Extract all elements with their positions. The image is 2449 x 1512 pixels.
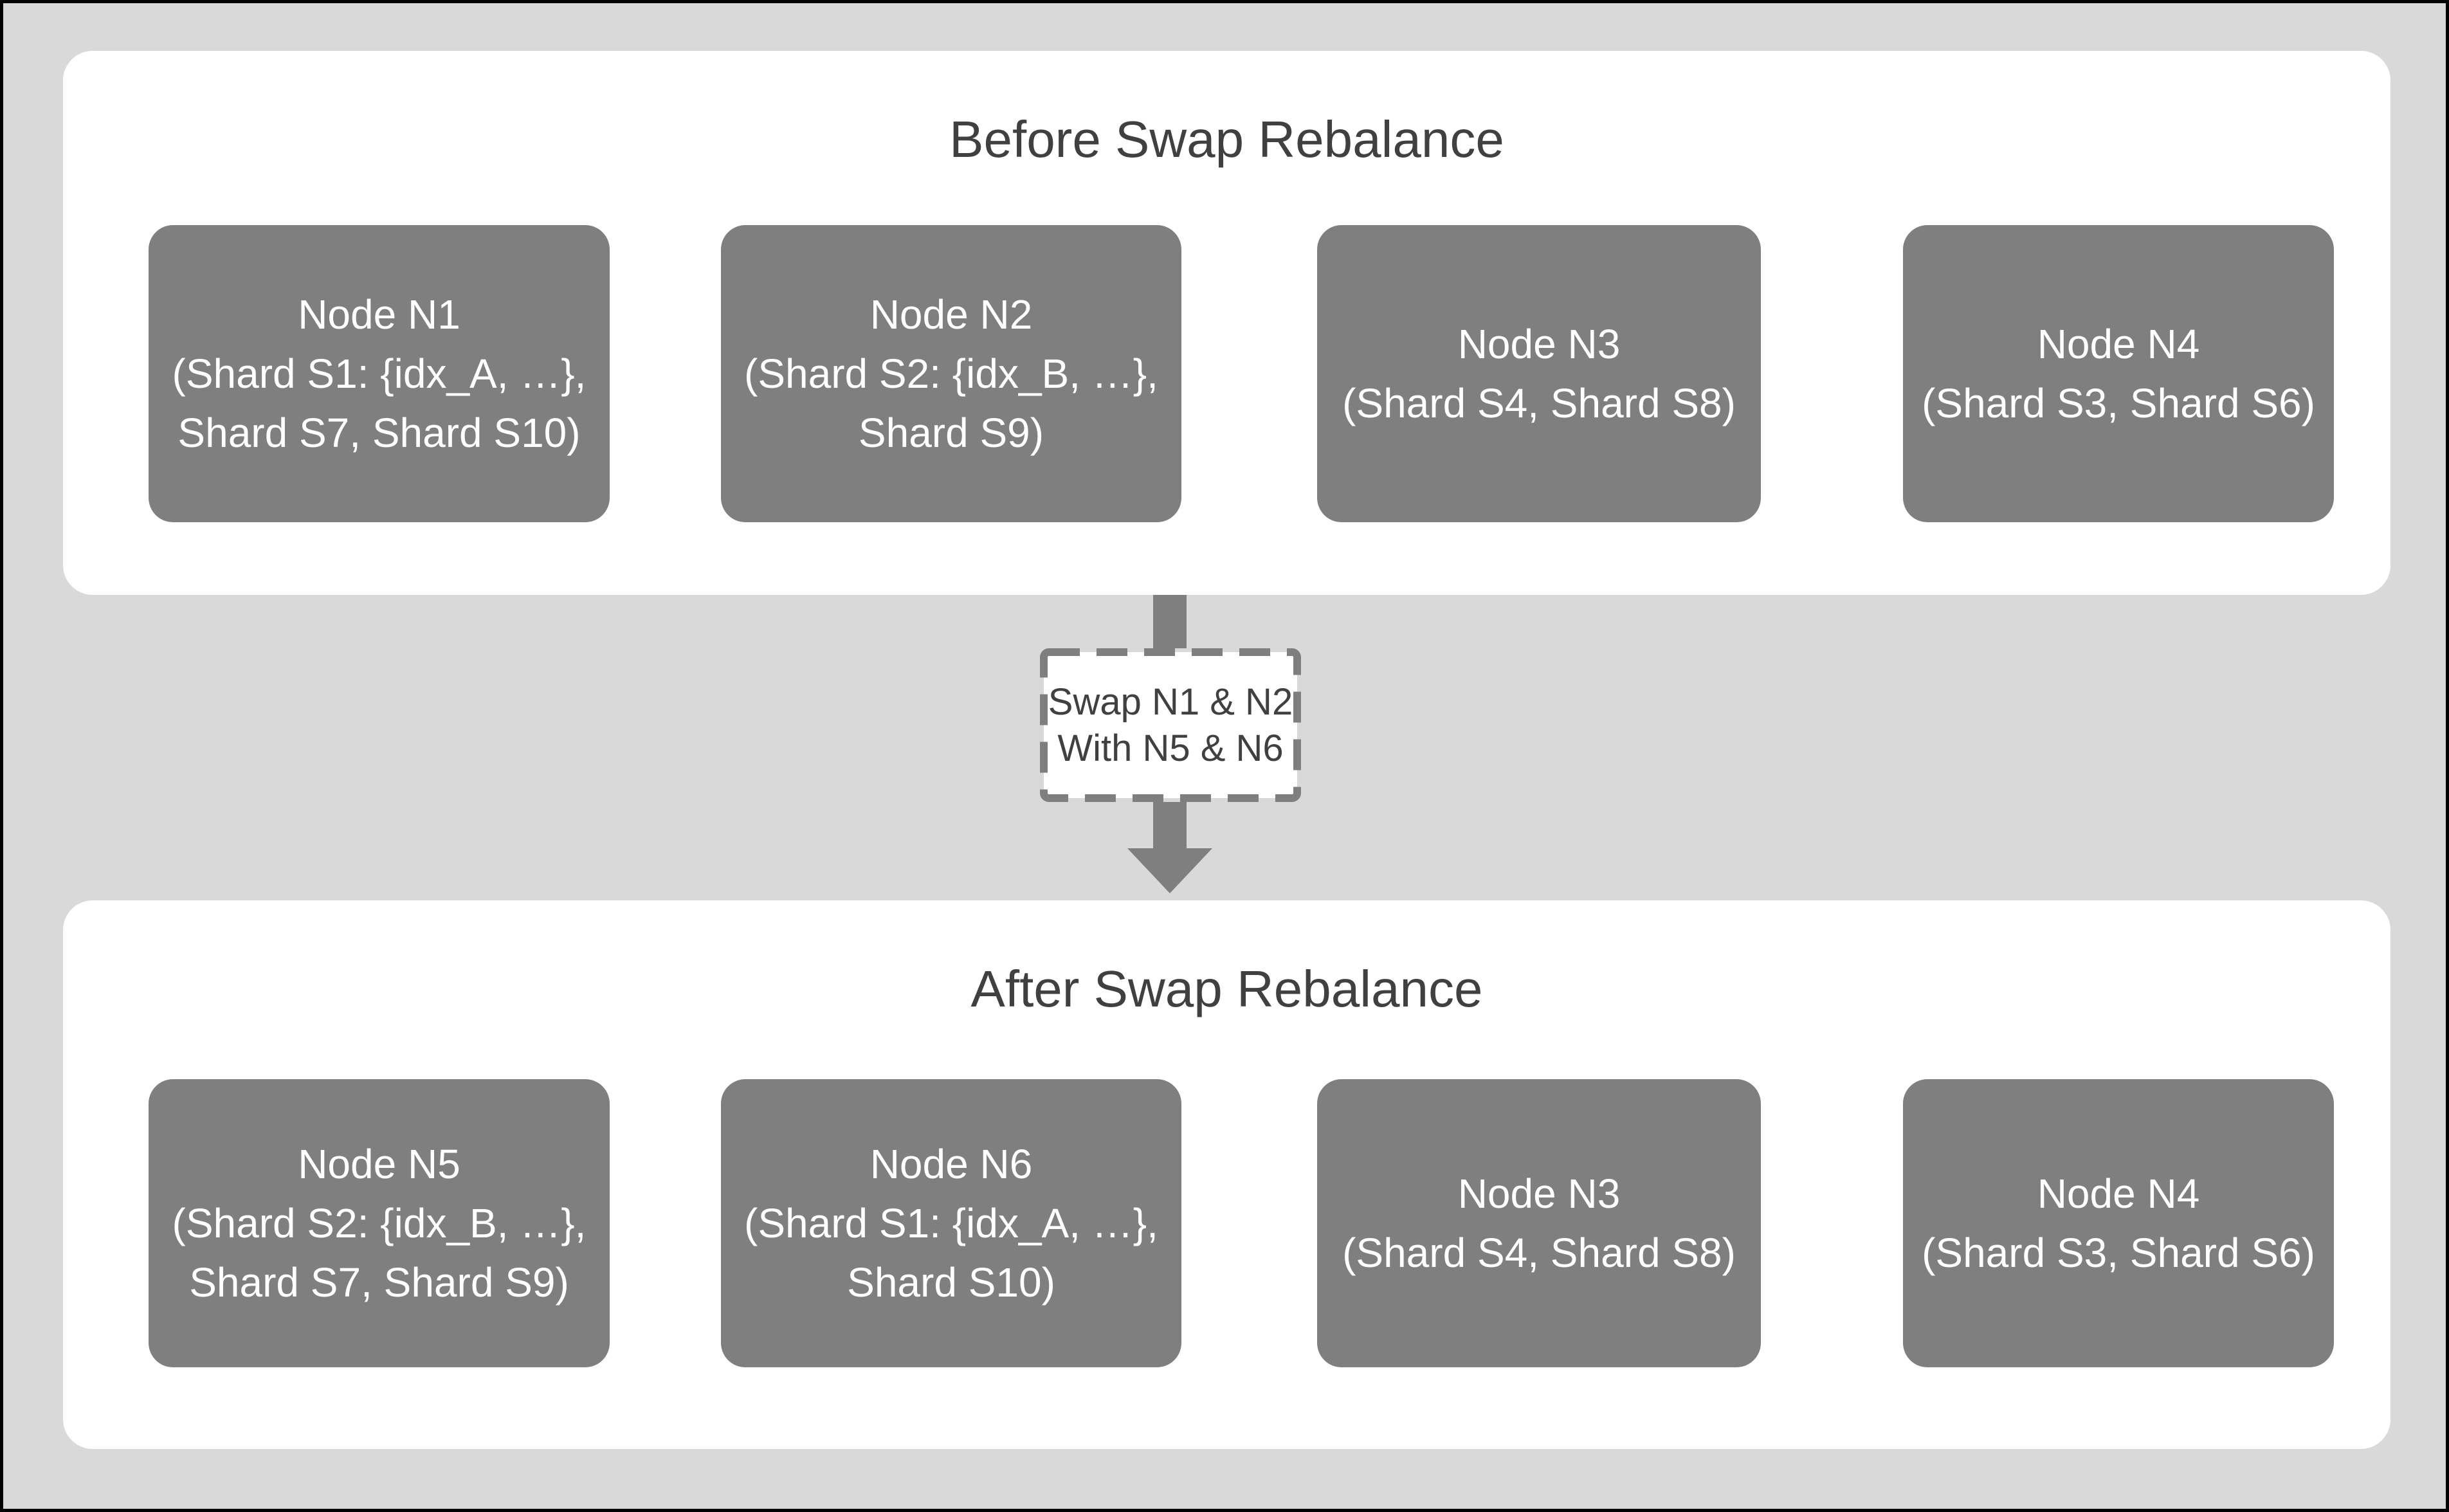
node-title: Node N5 [298,1141,460,1187]
swap-arrow-head-icon [1127,848,1212,893]
node-title: Node N2 [869,291,1033,338]
swap-arrow-shaft-top [1153,595,1187,648]
node-shards-line: (Shard S1: {idx_A, …}, [744,1200,1158,1246]
swap-label-line2: With N5 & N6 [1057,727,1284,769]
node-shards-line: Shard S9) [858,410,1044,456]
node-box-n3-after: Node N3 (Shard S4, Shard S8) [1317,1079,1761,1367]
node-shards-line: (Shard S3, Shard S6) [1922,1230,2315,1276]
dashed-border [1040,648,1301,802]
node-box-n2: Node N2 (Shard S2: {idx_B, …}, Shard S9) [721,225,1181,522]
node-box-n4-after: Node N4 (Shard S3, Shard S6) [1903,1079,2334,1367]
node-title: Node N4 [2037,321,2200,367]
swap-arrow-shaft-bottom [1153,802,1187,850]
swap-label-box: Swap N1 & N2 With N5 & N6 [1040,648,1301,802]
node-title: Node N6 [869,1141,1033,1187]
node-shards-line: (Shard S4, Shard S8) [1342,1230,1736,1276]
node-box-n3: Node N3 (Shard S4, Shard S8) [1317,225,1761,522]
node-title: Node N4 [2037,1170,2200,1217]
node-shards-line: (Shard S2: {idx_B, …}, [744,351,1158,397]
node-shards-line: (Shard S4, Shard S8) [1342,380,1736,426]
node-shards-line: (Shard S1: {idx_A, …}, [172,351,587,397]
before-title: Before Swap Rebalance [949,111,1504,168]
node-title: Node N1 [298,291,460,338]
node-shards-line: Shard S10) [847,1259,1055,1306]
node-shards-line: Shard S7, Shard S9) [189,1259,569,1306]
node-box-n5: Node N5 (Shard S2: {idx_B, …}, Shard S7,… [149,1079,610,1367]
node-title: Node N3 [1457,321,1621,367]
after-title: After Swap Rebalance [970,960,1483,1017]
node-shards-line: (Shard S2: {idx_B, …}, [172,1200,587,1246]
swap-label-line1: Swap N1 & N2 [1048,680,1293,723]
node-shards-line: (Shard S3, Shard S6) [1922,380,2315,426]
node-box-n4: Node N4 (Shard S3, Shard S6) [1903,225,2334,522]
node-box-n1: Node N1 (Shard S1: {idx_A, …}, Shard S7,… [149,225,610,522]
node-box-n6: Node N6 (Shard S1: {idx_A, …}, Shard S10… [721,1079,1181,1367]
node-title: Node N3 [1457,1170,1621,1217]
swap-label-text: Swap N1 & N2 With N5 & N6 [1040,648,1301,802]
node-shards-line: Shard S7, Shard S10) [178,410,581,456]
